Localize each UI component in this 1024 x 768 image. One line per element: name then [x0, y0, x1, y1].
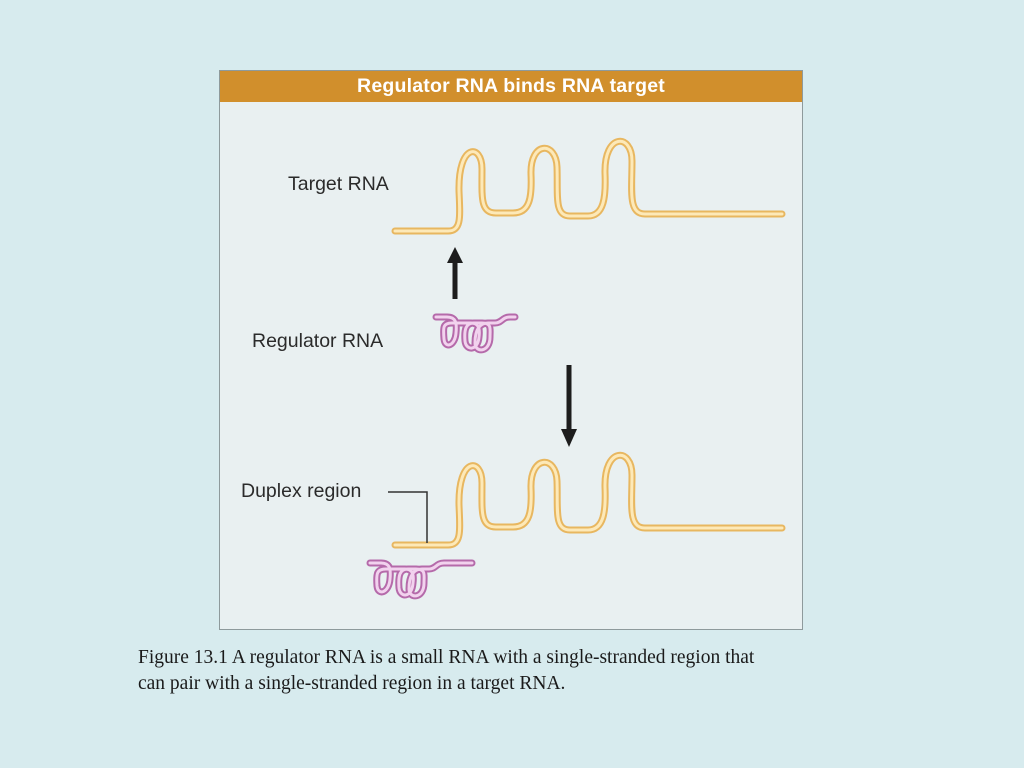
caption-line-1: Figure 13.1 A regulator RNA is a small R… [138, 647, 755, 668]
target-rna-strand [395, 141, 782, 231]
arrow-up-icon [447, 247, 463, 299]
regulator-rna-strand [436, 317, 515, 350]
duplex-target-rna-strand [395, 455, 782, 545]
figure-caption: Figure 13.1 A regulator RNA is a small R… [138, 645, 898, 697]
duplex-region-label: Duplex region [241, 480, 362, 502]
arrow-down-icon [561, 365, 577, 447]
caption-line-2: can pair with a single-stranded region i… [138, 673, 566, 694]
figure-title: Regulator RNA binds RNA target [220, 71, 802, 102]
figure-diagram [220, 71, 804, 631]
figure-panel: Regulator RNA binds RNA target [219, 70, 803, 630]
duplex-region-leader-line [388, 491, 428, 543]
regulator-rna-label: Regulator RNA [252, 330, 384, 352]
duplex-regulator-rna-strand [370, 563, 472, 596]
target-rna-label: Target RNA [288, 173, 389, 195]
